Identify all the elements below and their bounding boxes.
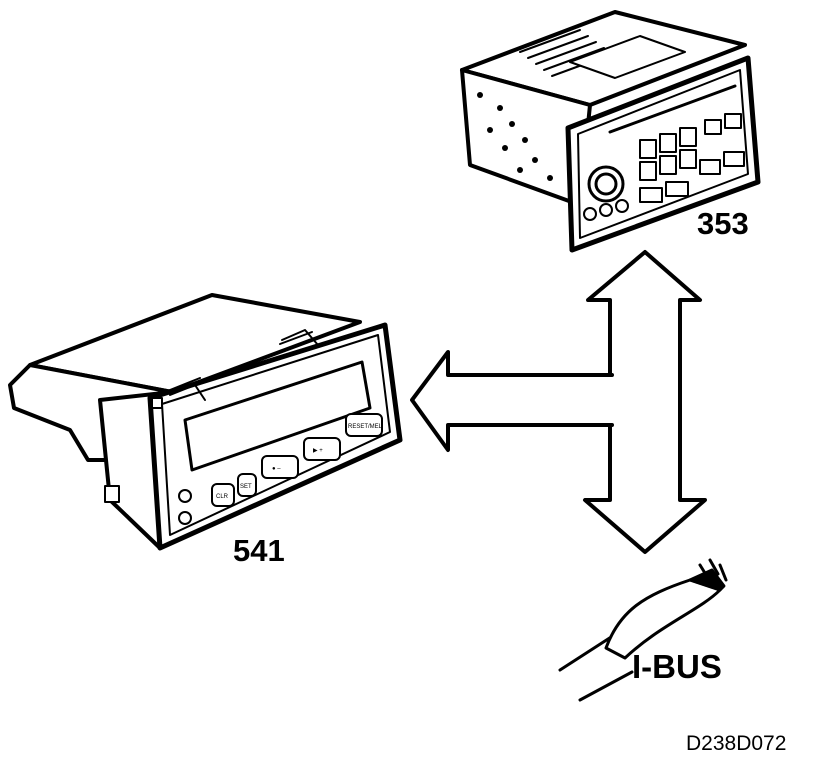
radio-label: 353	[697, 206, 749, 241]
drawing-code: D238D072	[686, 732, 787, 755]
display-button-clr: CLR	[216, 494, 229, 500]
display-unit-541	[8, 293, 403, 551]
display-button-set: SET	[240, 484, 252, 490]
ibus-cable	[558, 558, 728, 702]
display-button-minus: ● –	[272, 466, 281, 472]
display-button-reset: RESET/MEL	[348, 424, 383, 430]
radio-unit-353	[460, 10, 761, 253]
display-button-plus: ▶ +	[313, 448, 323, 454]
display-label: 541	[233, 533, 285, 568]
connection-arrows	[410, 250, 707, 554]
ibus-label: I-BUS	[632, 648, 722, 685]
